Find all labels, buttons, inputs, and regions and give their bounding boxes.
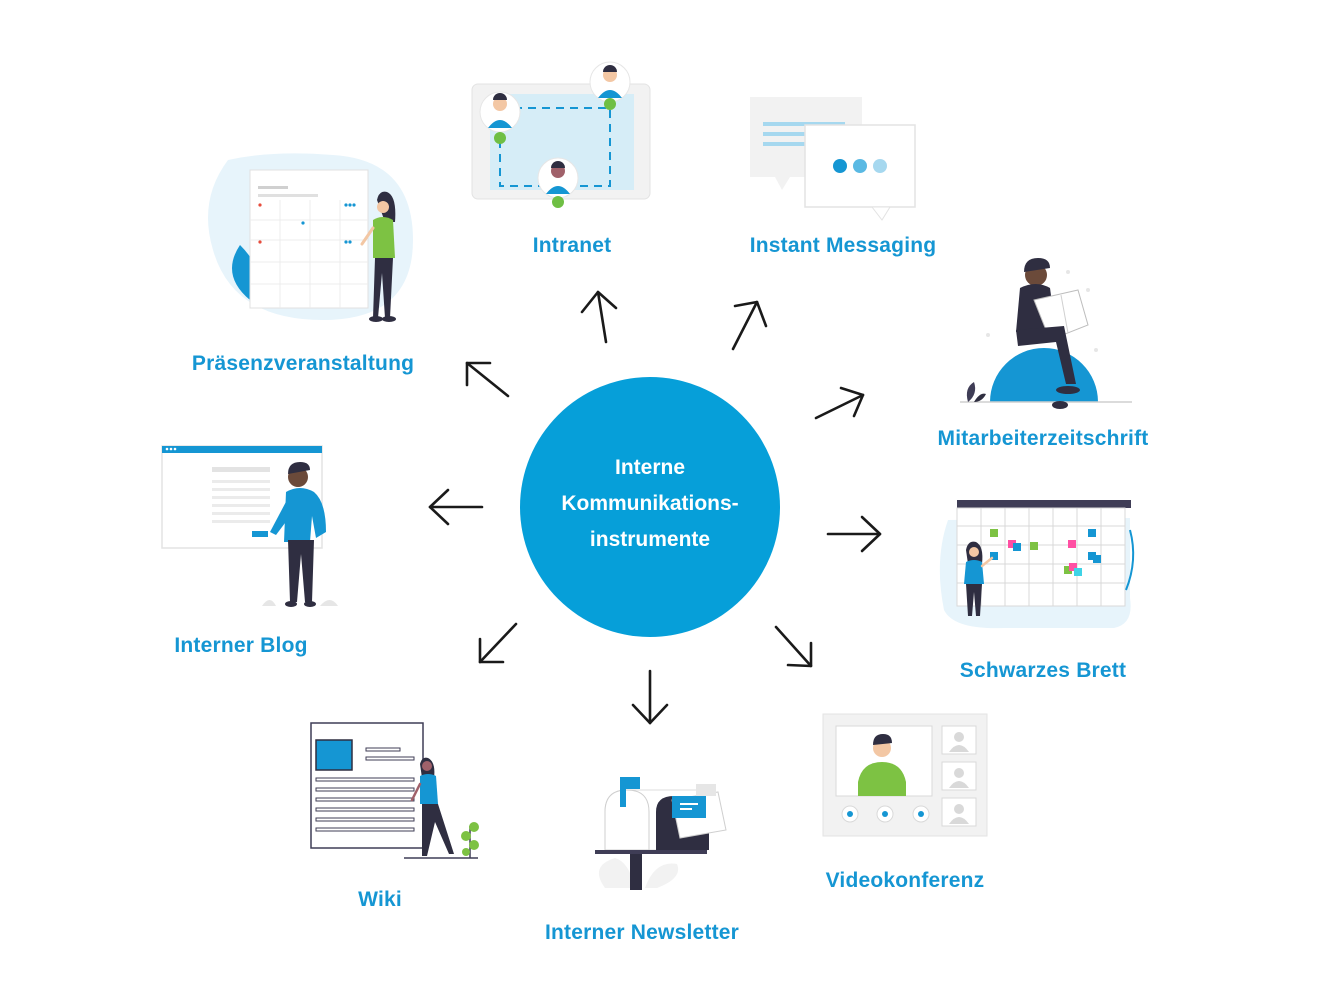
- user-icon: [479, 91, 521, 144]
- label-wiki: Wiki: [358, 888, 402, 911]
- user-icon: [537, 157, 579, 208]
- label-praesenzveranstaltung: Präsenzveranstaltung: [191, 352, 415, 375]
- mitarbeiterzeitschrift-illustration: [960, 258, 1132, 409]
- label-mitarbeiterzeitschrift: Mitarbeiterzeitschrift: [937, 427, 1149, 450]
- praesenzveranstaltung-illustration: [208, 153, 413, 322]
- arrow-to-praesenzveranstaltung: [465, 361, 510, 398]
- arrow-to-intranet: [580, 290, 618, 344]
- label-interner-newsletter: Interner Newsletter: [544, 921, 740, 944]
- intranet-illustration: [471, 61, 651, 208]
- label-videokonferenz: Videokonferenz: [825, 869, 985, 892]
- interner-blog-illustration: [161, 445, 338, 607]
- center-title: Interne Kommunikations- instrumente: [525, 450, 775, 558]
- arrow-to-instant-messaging: [731, 300, 768, 351]
- center-title-line: instrumente: [589, 528, 711, 551]
- center-circle: [520, 377, 780, 637]
- instant-messaging-illustration: [750, 97, 916, 221]
- arrow-to-interner-blog: [428, 488, 484, 526]
- arrow-to-videokonferenz: [774, 625, 813, 668]
- user-icon: [589, 61, 631, 110]
- center-title-line: Interne: [614, 456, 685, 479]
- center-title-line: Kommunikations-: [561, 492, 739, 515]
- label-instant-messaging: Instant Messaging: [749, 234, 937, 257]
- arrow-to-interner-newsletter: [631, 669, 669, 725]
- wiki-illustration: [310, 722, 479, 859]
- interner-newsletter-illustration: [595, 777, 727, 890]
- schwarzes-brett-illustration: [939, 500, 1135, 629]
- label-interner-blog: Interner Blog: [174, 634, 308, 657]
- label-schwarzes-brett: Schwarzes Brett: [959, 659, 1127, 682]
- arrow-to-wiki: [478, 622, 518, 664]
- label-intranet: Intranet: [532, 234, 612, 257]
- videokonferenz-illustration: [822, 713, 988, 837]
- arrow-to-mitarbeiterzeitschrift: [814, 386, 865, 420]
- arrow-to-schwarzes-brett: [826, 515, 882, 553]
